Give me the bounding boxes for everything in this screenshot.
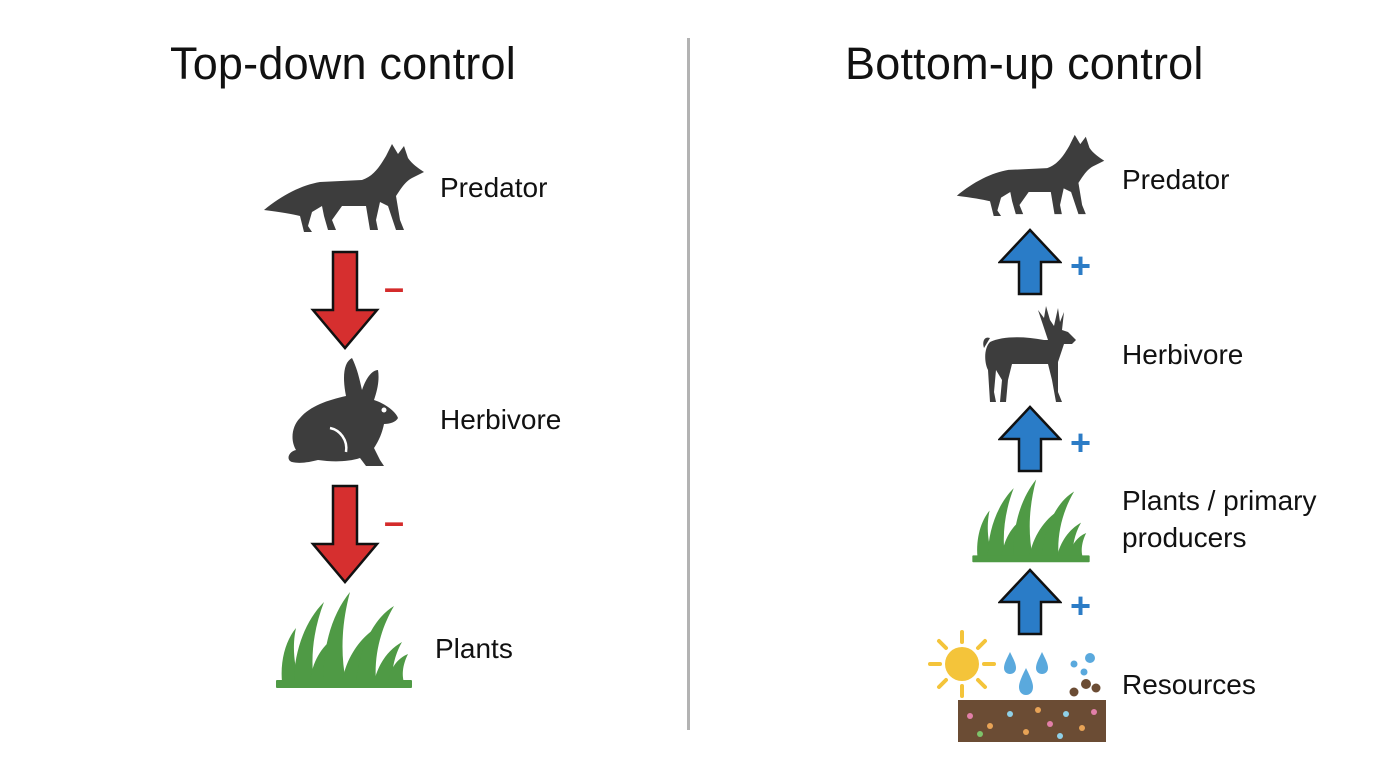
grass-icon <box>276 592 412 688</box>
fox-icon <box>264 144 424 232</box>
plus-sign: + <box>1070 245 1092 286</box>
fox-icon <box>956 134 1105 216</box>
down-arrow-red <box>310 250 380 350</box>
water-drops-icon <box>1004 652 1048 695</box>
resources-icon-group <box>928 630 1106 742</box>
minus-sign: – <box>384 267 405 308</box>
soil-icon <box>958 700 1106 742</box>
bottom-up-title: Bottom-up control <box>845 38 1204 89</box>
top-down-plants-label: Plants <box>435 633 513 664</box>
plus-sign: + <box>1070 585 1092 626</box>
up-arrow-blue <box>998 405 1062 473</box>
bottom-up-plants-label-line1: Plants / primary <box>1122 485 1317 516</box>
plus-sign: + <box>1070 422 1092 463</box>
nutrients-icon <box>1069 653 1101 697</box>
panel-divider <box>687 38 690 730</box>
rabbit-icon <box>288 358 398 466</box>
bottom-up-plants-label-line2: producers <box>1122 522 1247 553</box>
down-arrow-red <box>310 484 380 584</box>
bottom-up-resources-label: Resources <box>1122 669 1256 700</box>
bottom-up-predator-label: Predator <box>1122 164 1230 195</box>
minus-sign: – <box>384 501 405 542</box>
up-arrow-blue <box>998 228 1062 296</box>
deer-icon <box>983 306 1076 402</box>
top-down-herbivore-label: Herbivore <box>440 404 562 435</box>
grass-icon <box>972 479 1090 563</box>
bottom-up-herbivore-label: Herbivore <box>1122 339 1244 370</box>
top-down-title: Top-down control <box>170 38 516 89</box>
sun-icon <box>928 630 996 698</box>
top-down-predator-label: Predator <box>440 172 548 203</box>
up-arrow-blue <box>998 568 1062 636</box>
